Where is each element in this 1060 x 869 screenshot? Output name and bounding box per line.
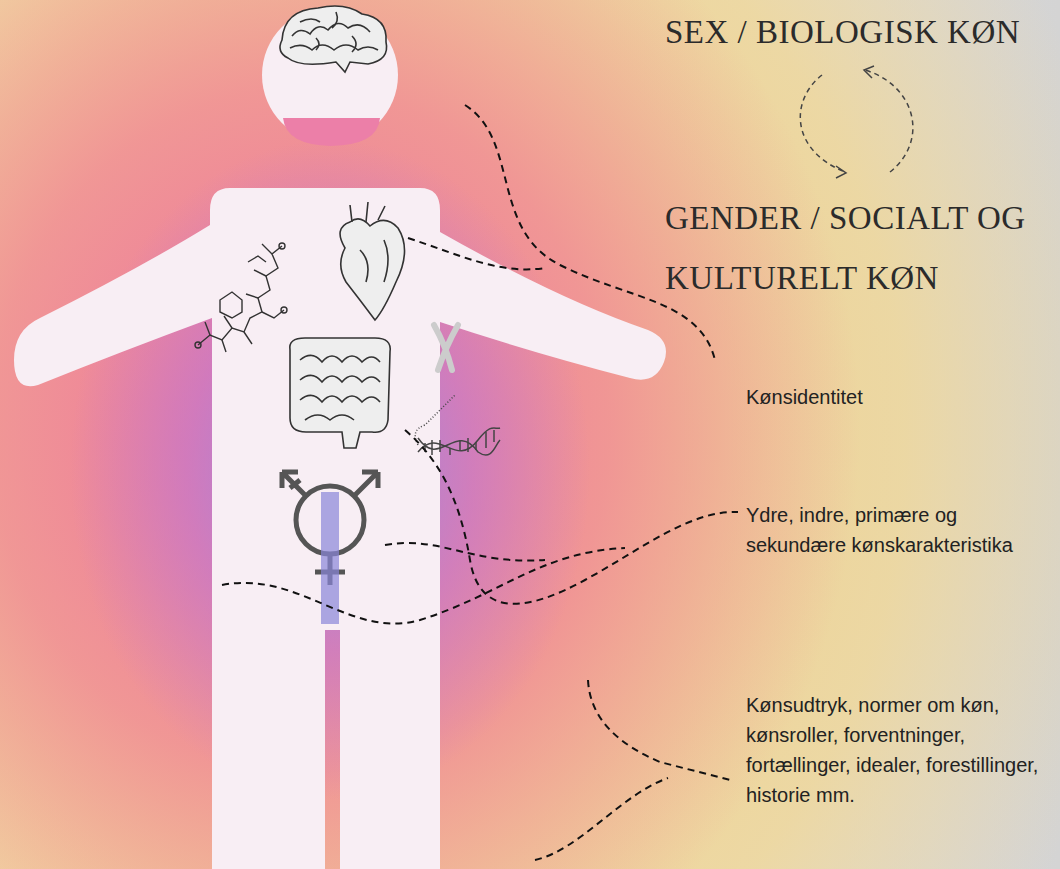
heart-icon: [340, 202, 404, 320]
dna-icon: [415, 395, 500, 455]
intestine-icon: [290, 338, 390, 448]
cycle-arrowheads: [836, 66, 874, 178]
molecule-icon: [195, 243, 287, 352]
person-figure: [14, 7, 666, 869]
characteristics-label: Ydre, indre, primære og sekundære kønska…: [746, 500, 1046, 560]
cycle-arrows: [800, 70, 913, 172]
leader-lines: [222, 105, 738, 860]
chromosome-icon: [434, 325, 458, 370]
brain-icon: [280, 6, 387, 72]
gender-heading: GENDER / SOCIALT OG KULTURELT KØN: [665, 188, 1055, 308]
figure-stripe: [321, 492, 339, 624]
sex-heading: SEX / BIOLOGISK KØN: [665, 10, 1055, 54]
expression-label: Kønsudtryk, normer om køn, kønsroller, f…: [746, 690, 1051, 810]
smile: [283, 118, 380, 146]
identity-label: Kønsidentitet: [746, 383, 1046, 411]
